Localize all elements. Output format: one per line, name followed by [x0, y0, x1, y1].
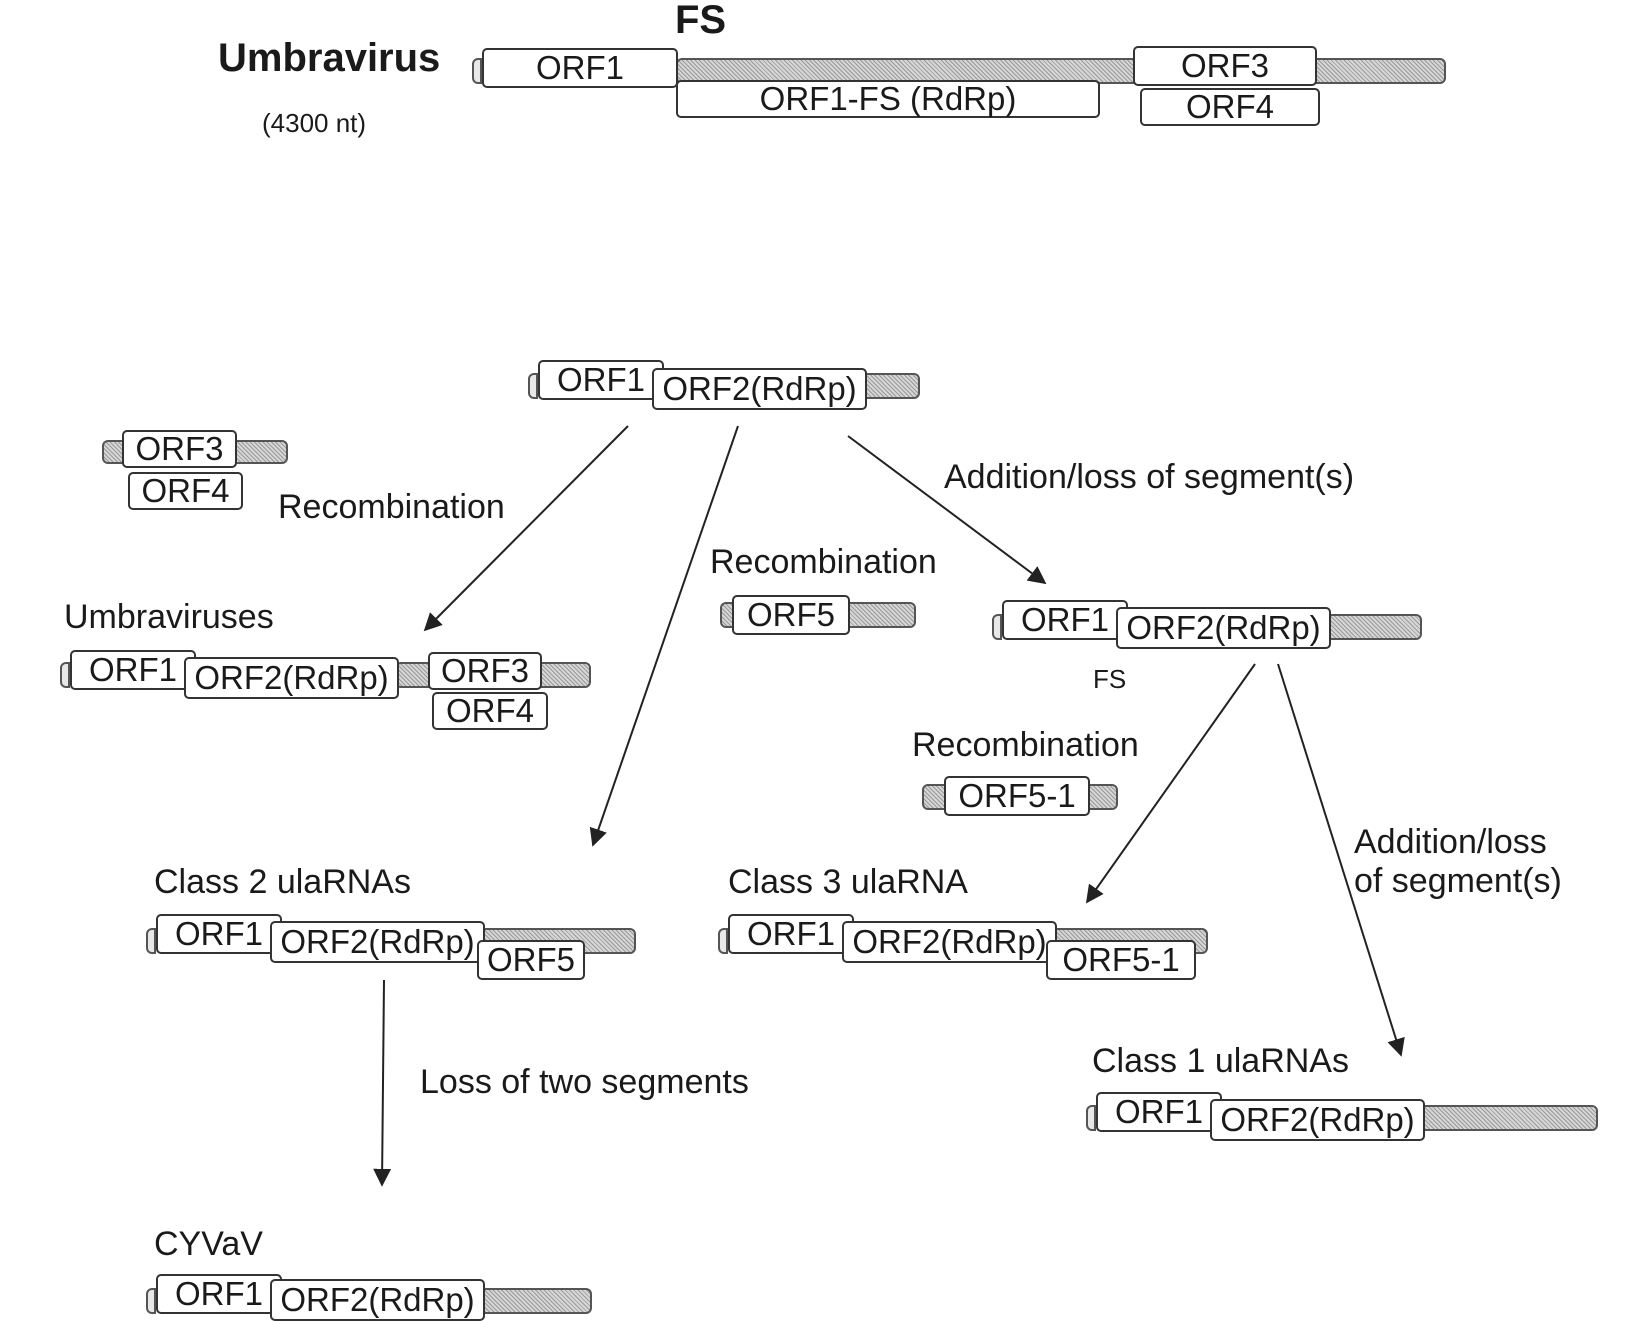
orf5-box: ORF5 — [477, 940, 585, 980]
genome-5prime-end — [528, 373, 538, 399]
orf1-box: ORF1 — [728, 914, 854, 954]
orf3-box: ORF3 — [122, 430, 237, 468]
frameshift-label: FS — [675, 0, 726, 40]
genome-5prime-end — [146, 928, 156, 954]
orf4-box: ORF4 — [432, 692, 548, 730]
genome-backbone — [1320, 614, 1422, 640]
frameshift-label: FS — [1093, 666, 1126, 692]
umbraviruses-title: Umbraviruses — [64, 600, 274, 634]
orf1-box: ORF1 — [538, 360, 664, 400]
arrow-recombination-class3 — [1087, 664, 1255, 902]
arrow-recombination-class2 — [593, 426, 738, 845]
orf2-rdrp-box: ORF2(RdRp) — [270, 921, 485, 963]
addition-loss-label-line1: Addition/loss — [1354, 825, 1547, 859]
orf2-rdrp-box: ORF2(RdRp) — [1210, 1099, 1425, 1141]
orf5-1-box: ORF5-1 — [944, 776, 1090, 816]
orf1-box: ORF1 — [156, 1274, 282, 1314]
recombination-label: Recombination — [912, 728, 1139, 762]
orf1-box: ORF1 — [1096, 1092, 1222, 1132]
class2-title: Class 2 ulaRNAs — [154, 865, 411, 899]
orf3-box: ORF3 — [428, 652, 542, 690]
orf2-rdrp-box: ORF2(RdRp) — [270, 1279, 485, 1321]
genome-5prime-end — [718, 928, 728, 954]
orf1-box: ORF1 — [70, 650, 196, 690]
genome-backbone — [470, 1288, 592, 1314]
genome-5prime-end — [472, 58, 482, 84]
genome-5prime-end — [146, 1288, 156, 1314]
genome-5prime-end — [992, 614, 1002, 640]
genome-5prime-end — [60, 662, 70, 688]
orf4-box: ORF4 — [128, 472, 243, 510]
orf2-rdrp-box: ORF2(RdRp) — [1116, 607, 1331, 649]
addition-loss-label-line2: of segment(s) — [1354, 864, 1562, 898]
genome-backbone — [860, 373, 920, 399]
genome-5prime-end — [1086, 1105, 1096, 1131]
orf5-box: ORF5 — [732, 595, 850, 635]
orf2-rdrp-box: ORF2(RdRp) — [842, 921, 1057, 963]
orf4-box: ORF4 — [1140, 88, 1320, 126]
orf2-rdrp-box: ORF2(RdRp) — [652, 368, 867, 410]
orf1-box: ORF1 — [1002, 600, 1128, 640]
orf1-box: ORF1 — [156, 914, 282, 954]
orf1-fs-rdrp-box: ORF1-FS (RdRp) — [676, 80, 1100, 118]
genome-size-label: (4300 nt) — [262, 110, 366, 136]
orf3-box: ORF3 — [1133, 46, 1317, 86]
recombination-label: Recombination — [278, 490, 505, 524]
arrow-loss-two-segments — [382, 980, 384, 1185]
orf1-box: ORF1 — [482, 48, 678, 88]
umbravirus-title: Umbravirus — [218, 38, 440, 78]
genome-backbone — [1410, 1105, 1598, 1131]
class3-title: Class 3 ulaRNA — [728, 865, 968, 899]
arrow-recombination-umbraviruses — [425, 426, 628, 630]
orf2-rdrp-box: ORF2(RdRp) — [184, 657, 399, 699]
recombination-label: Recombination — [710, 545, 937, 579]
class1-title: Class 1 ulaRNAs — [1092, 1044, 1349, 1078]
cyvav-title: CYVaV — [154, 1227, 263, 1261]
orf5-1-box: ORF5-1 — [1046, 940, 1196, 980]
loss-two-segments-label: Loss of two segments — [420, 1065, 749, 1099]
addition-loss-label: Addition/loss of segment(s) — [944, 460, 1354, 494]
